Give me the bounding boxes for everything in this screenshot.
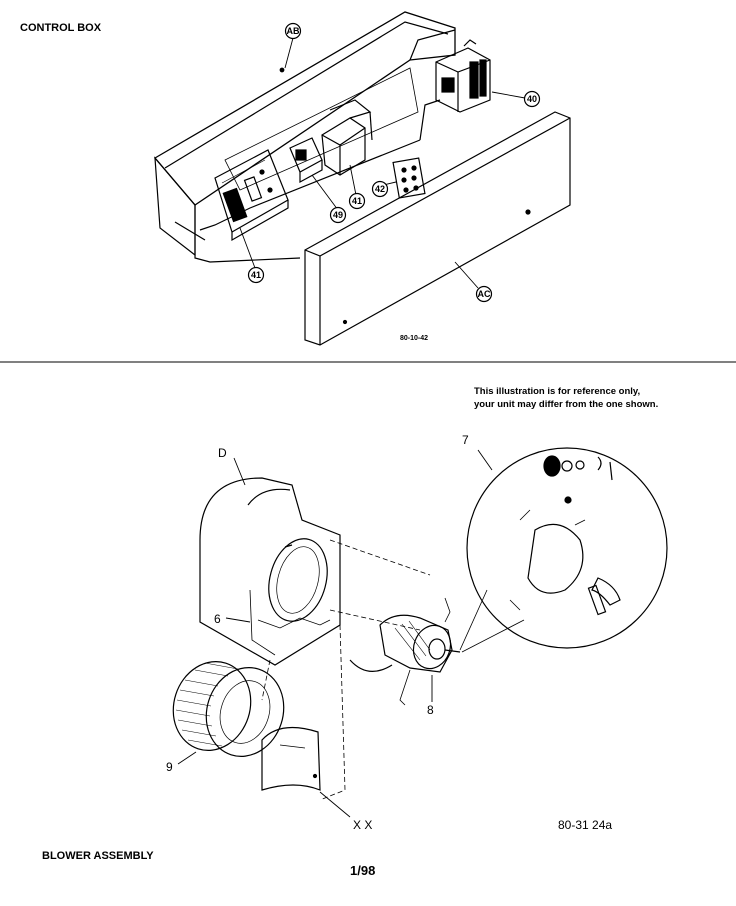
control-board <box>214 149 289 242</box>
label-9: 9 <box>166 760 173 774</box>
blower-assembly-title: BLOWER ASSEMBLY <box>42 850 154 862</box>
blower-housing <box>199 477 341 666</box>
control-box-illustration <box>154 11 456 263</box>
control-box-drawing-code: 80-10-42 <box>400 335 428 342</box>
label-8: 8 <box>427 703 434 717</box>
control-box-cover <box>304 111 571 346</box>
disclaimer-line-2: your unit may differ from the one shown. <box>474 399 659 410</box>
callout-41-left: 41 <box>251 270 261 280</box>
label-xx: X X <box>353 818 372 832</box>
screw <box>279 67 285 73</box>
label-7: 7 <box>462 433 469 447</box>
blower-motor <box>349 597 461 706</box>
callout-41-top: 41 <box>352 196 362 206</box>
mounting-strap <box>261 726 321 791</box>
motor-mount-detail <box>459 447 668 653</box>
control-box-callout-circles <box>247 22 541 303</box>
callout-40: 40 <box>527 94 537 104</box>
relay <box>289 137 323 184</box>
blower-labels: D 6 7 8 9 X X <box>166 433 469 832</box>
callout-ab: AB <box>287 26 300 36</box>
blower-leaders <box>177 449 493 818</box>
callout-ac: AC <box>478 289 491 299</box>
assembly-guide-lines <box>261 539 431 801</box>
control-box-title: CONTROL BOX <box>20 22 102 34</box>
callout-49: 49 <box>333 210 343 220</box>
control-box-callout-texts: AB 40 41 49 42 41 AC 80-10-42 <box>251 26 537 342</box>
label-d: D <box>218 446 227 460</box>
transformer <box>321 99 373 176</box>
disclaimer-line-1: This illustration is for reference only, <box>474 386 641 397</box>
label-6: 6 <box>214 612 221 626</box>
terminal-block <box>392 157 426 199</box>
contactor <box>435 39 491 113</box>
callout-42: 42 <box>375 184 385 194</box>
blower-drawing-code: 80-31 24a <box>558 818 613 832</box>
blower-wheel <box>172 661 285 757</box>
revision-date: 1/98 <box>350 863 376 878</box>
